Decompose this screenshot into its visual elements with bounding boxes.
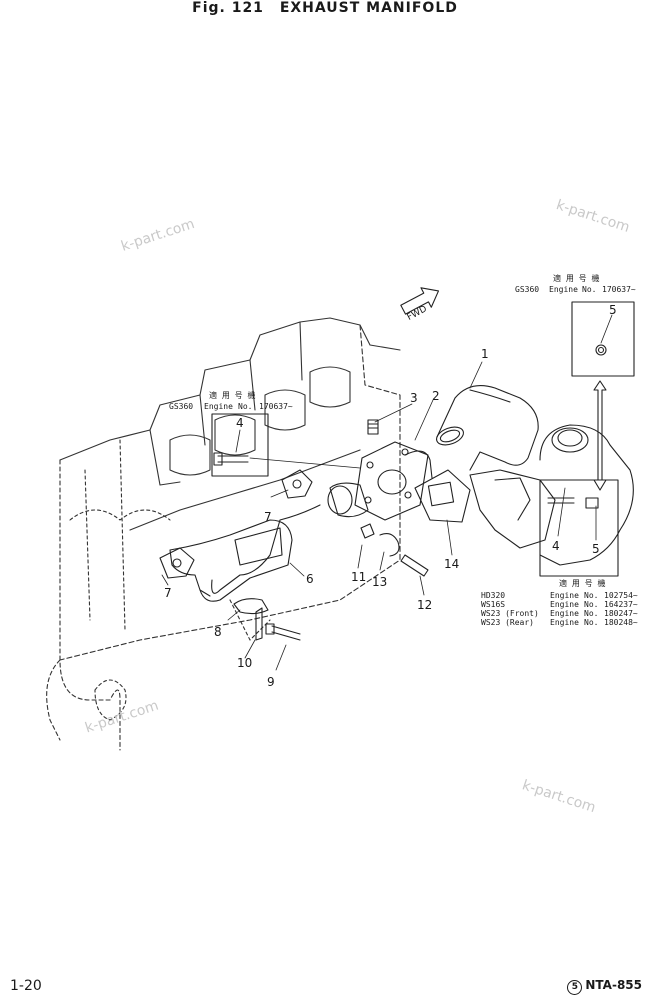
row-1: HD320 Engine No. 102754~ (481, 591, 638, 600)
callout-7-lower: 7 (164, 586, 172, 600)
detail-left-caption: 適 用 号 機 GS360 Engine No. 170637~ (169, 390, 293, 411)
detail-box-left (211, 413, 269, 477)
callout-10: 10 (237, 656, 252, 670)
part-1-exhaust-pipe (436, 385, 539, 471)
part-9-bolt (265, 623, 301, 641)
turbocharger (469, 424, 634, 566)
part-3-plug (367, 419, 379, 435)
edition-circle: 5 (567, 980, 583, 995)
engine-label: Engine (550, 618, 579, 627)
engine-block-outline (46, 317, 401, 751)
no-label: No. (584, 618, 598, 627)
row-2: WS16S Engine No. 164237~ (481, 600, 638, 609)
serial: 102754~ (604, 591, 638, 600)
detail-box-top-right (571, 301, 635, 377)
model-code: NTA-855 (585, 978, 642, 992)
part-11-nut (360, 523, 375, 539)
figure-number: Fig. 121 (192, 0, 264, 16)
part-10-bolt (255, 607, 263, 641)
double-arrow-connector (593, 380, 607, 491)
engine-label: Engine (550, 609, 579, 618)
model: GS360 (169, 402, 193, 411)
part-7-gasket-upper (281, 469, 313, 499)
serial: 170637~ (602, 285, 636, 294)
fwd-arrow (400, 287, 440, 315)
callout-1: 1 (481, 347, 489, 361)
detail-top-right-caption: 適 用 号 機 GS360 Engine No. 170637~ (515, 273, 636, 294)
figure-title: Fig. 121 EXHAUST MANIFOLD (0, 0, 650, 16)
callout-12: 12 (417, 598, 432, 612)
model: GS360 (515, 285, 539, 294)
callout-6: 6 (306, 572, 314, 586)
leader-lines (161, 314, 613, 671)
row-4: WS23 (Rear) Engine No. 180248~ (481, 618, 638, 627)
applicable-heading: 適 用 号 機 (209, 390, 255, 400)
serial: 170637~ (259, 402, 293, 411)
callout-7-upper: 7 (264, 510, 272, 524)
callout-4-right: 4 (552, 539, 560, 553)
row-3: WS23 (Front) Engine No. 180247~ (481, 609, 638, 618)
callout-5-top: 5 (609, 303, 617, 317)
callout-8: 8 (214, 625, 222, 639)
engine-label: Engine (204, 402, 233, 411)
part-14-gasket (414, 469, 471, 523)
figure-heading: EXHAUST MANIFOLD (279, 0, 458, 16)
model: WS23 (Rear) (481, 618, 534, 627)
detail-bottom-right-caption: 適 用 号 機 HD320 Engine No. 102754~ WS16S E… (481, 578, 638, 627)
part-2-flange (354, 441, 433, 521)
detail-box-bottom-right (539, 479, 619, 577)
watermark: k-part.com (520, 777, 597, 816)
watermark: k-part.com (83, 698, 160, 737)
part-13-sensor (379, 533, 400, 557)
callout-3: 3 (410, 391, 418, 405)
model: WS16S (481, 600, 505, 609)
watermark: k-part.com (119, 216, 196, 255)
applicable-heading: 適 用 号 機 (559, 578, 605, 588)
no-label: No. (238, 402, 252, 411)
engine-label: Engine (549, 285, 578, 294)
watermark: k-part.com (554, 197, 631, 236)
part-7-gasket-lower (159, 547, 195, 579)
part-8-clamp (233, 598, 269, 615)
no-label: No. (584, 600, 598, 609)
model: WS23 (Front) (481, 609, 539, 618)
callout-numbers: 1 2 3 4 4 5 5 6 7 7 8 9 10 11 12 13 14 (164, 303, 617, 689)
callout-13: 13 (372, 575, 387, 589)
callout-14: 14 (444, 557, 459, 571)
page-number: 1-20 (10, 978, 42, 994)
serial: 164237~ (604, 600, 638, 609)
no-label: No. (584, 609, 598, 618)
callout-4-left: 4 (236, 416, 244, 430)
callout-5-right: 5 (592, 542, 600, 556)
callout-9: 9 (267, 675, 275, 689)
engine-label: Engine (550, 600, 579, 609)
serial: 180247~ (604, 609, 638, 618)
fwd-label: FWD (406, 304, 429, 323)
no-label: No. (582, 285, 596, 294)
applicable-heading: 適 用 号 機 (553, 273, 599, 283)
part-12-bolt (400, 554, 429, 577)
no-label: No. (584, 591, 598, 600)
serial: 180248~ (604, 618, 638, 627)
callout-2: 2 (432, 389, 440, 403)
model: HD320 (481, 591, 505, 600)
part-6-manifold (169, 519, 293, 602)
manifold-section (211, 482, 369, 594)
callout-11: 11 (351, 570, 366, 584)
engine-label: Engine (550, 591, 579, 600)
